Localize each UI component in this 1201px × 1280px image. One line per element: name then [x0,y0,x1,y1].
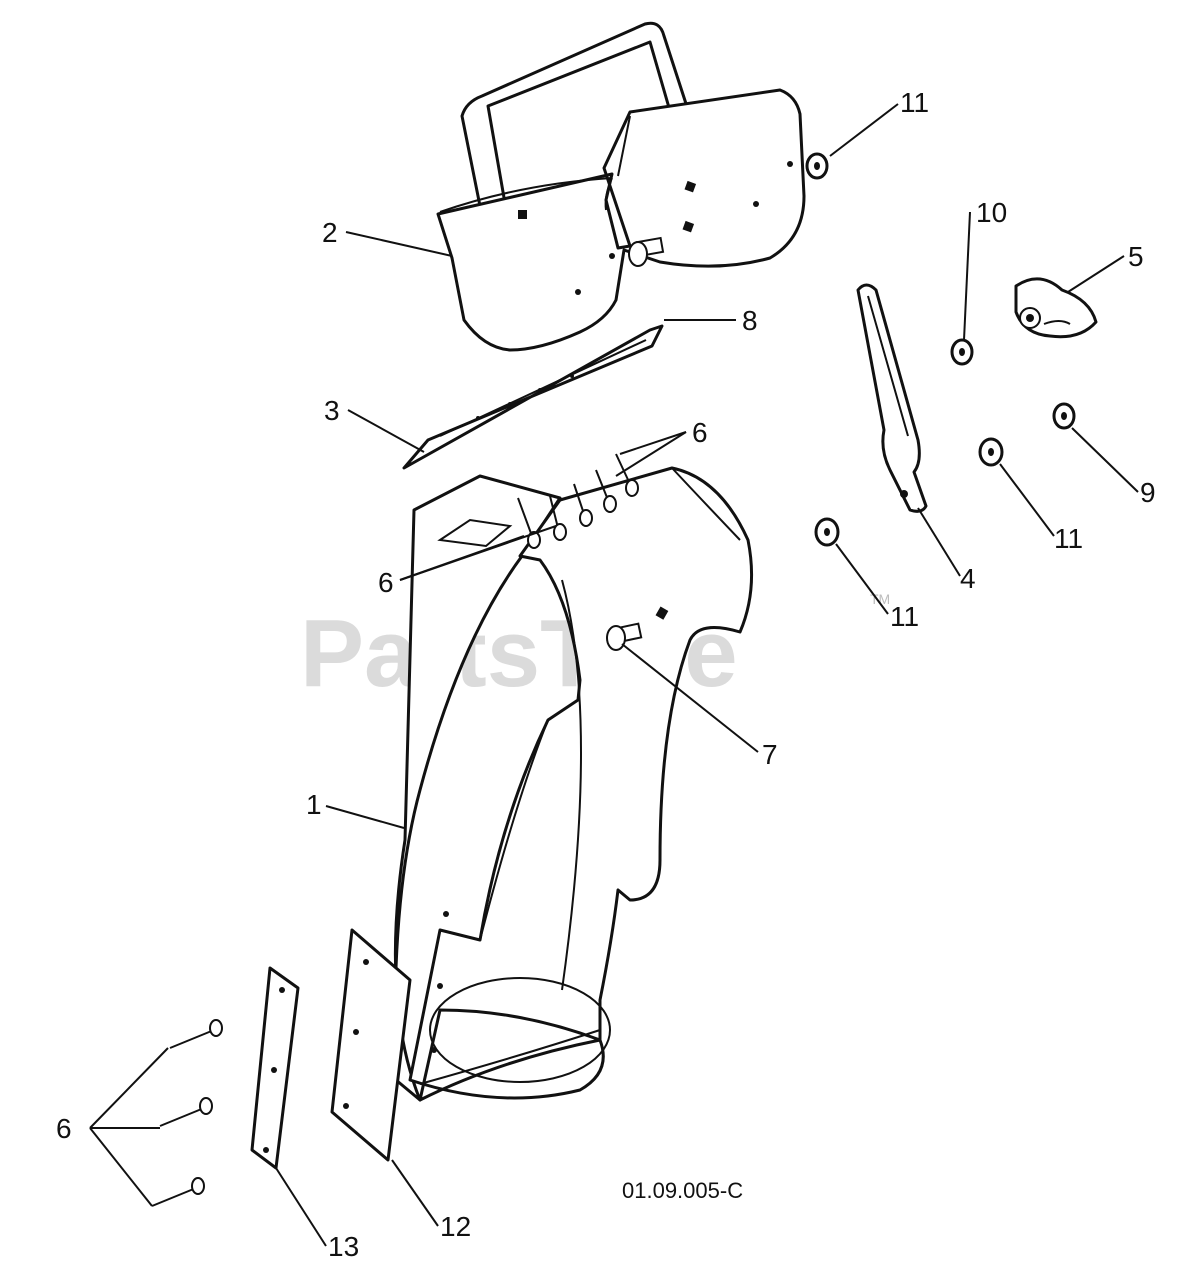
part-3-blade[interactable] [402,324,664,470]
part-9-nut[interactable] [1052,402,1076,430]
callout-6-mid: 6 [378,567,394,598]
part-1-chute[interactable] [393,466,754,1102]
callout-6-top: 6 [692,417,708,448]
callout-5: 5 [1128,241,1144,272]
part-11-washer-top[interactable] [805,152,829,180]
callout-2: 2 [322,217,338,248]
callout-4: 4 [960,563,976,594]
callout-7: 7 [762,739,778,770]
part-2-deflector[interactable] [436,21,806,352]
callout-11-mid: 11 [1054,523,1083,554]
callout-9: 9 [1140,477,1156,508]
part-13-strip[interactable] [250,966,300,1170]
part-5-knob[interactable] [1014,277,1098,339]
callout-1: 1 [306,789,322,820]
part-8-pin[interactable] [628,236,665,267]
leader-lines [89,103,1139,1247]
callouts: 2 3 11 10 5 8 9 11 4 11 7 1 6 6 6 12 13 [56,87,1156,1262]
callout-3: 3 [324,395,340,426]
callout-11-top: 11 [900,87,929,118]
part-11-washer-low[interactable] [814,517,840,547]
callout-10: 10 [976,197,1007,228]
part-7-pin[interactable] [606,622,643,651]
callout-11-low: 11 [890,601,919,632]
part-11-washer-mid[interactable] [978,437,1004,467]
callout-6-bottom: 6 [56,1113,72,1144]
drawing-number: 01.09.005-C [622,1178,743,1203]
part-10-washer[interactable] [950,338,974,366]
callout-13: 13 [328,1231,359,1262]
rivets-top[interactable] [517,453,639,549]
callout-8: 8 [742,305,758,336]
callout-12: 12 [440,1211,471,1242]
part-12-plate[interactable] [330,928,412,1162]
rivets-bottom[interactable] [151,1019,223,1207]
part-4-bracket[interactable] [856,283,928,513]
